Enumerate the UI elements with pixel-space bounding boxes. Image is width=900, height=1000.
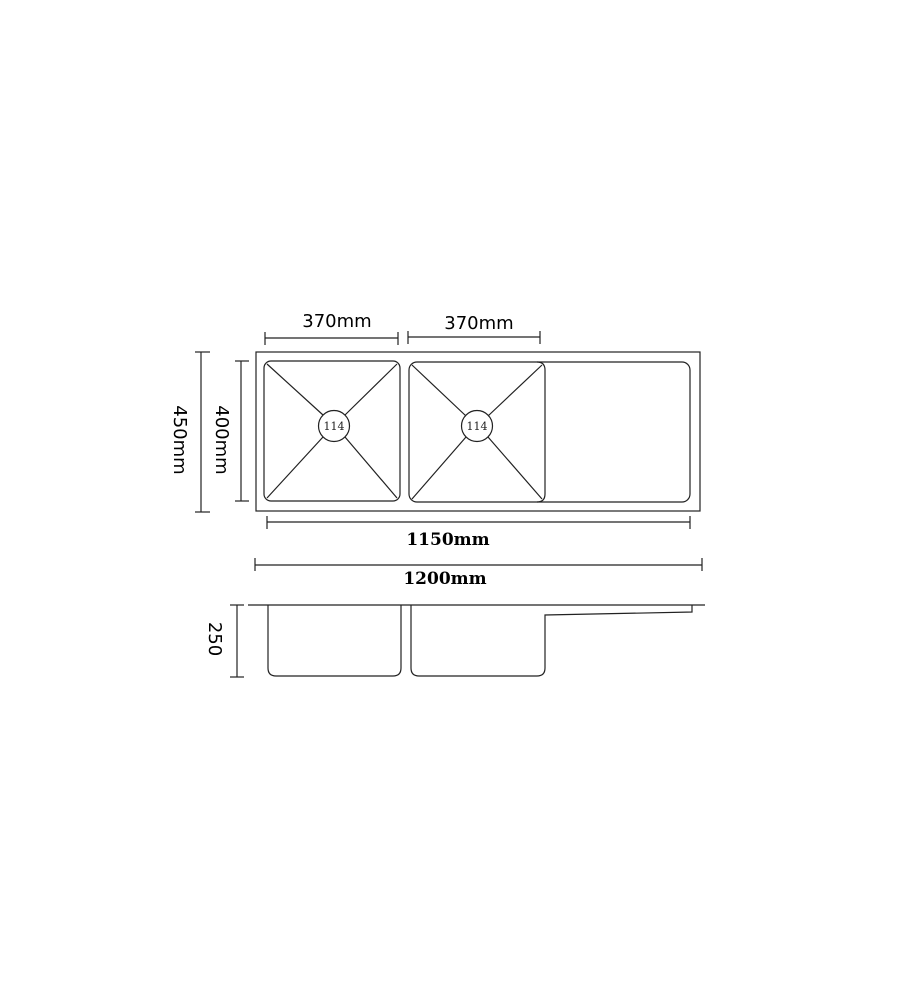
dim-inner-length: 1150mm — [266, 516, 691, 550]
dim-label: 250 — [204, 622, 225, 656]
dim-label: 400mm — [211, 405, 232, 474]
dim-label: 450mm — [169, 405, 190, 474]
drainboard — [408, 361, 691, 503]
side-view — [248, 604, 705, 677]
dim-label: 370mm — [444, 313, 513, 334]
dim-overall-depth: 450mm — [169, 351, 210, 513]
drain-label: 114 — [467, 420, 488, 433]
dim-overall-length: 1200mm — [254, 558, 703, 589]
drain-icon — [460, 409, 494, 443]
dim-bowl1-width: 370mm — [264, 311, 399, 345]
drain-icon — [317, 409, 351, 443]
right-bowl-profile — [410, 605, 693, 677]
plan-view: 114 114 — [255, 351, 701, 512]
sink-outline — [255, 351, 701, 512]
right-bowl — [536, 361, 546, 503]
dim-label: 1150mm — [406, 530, 489, 550]
dim-label: 1200mm — [403, 569, 486, 589]
dim-bowl2-width: 370mm — [407, 313, 541, 344]
dim-height: 250 — [204, 604, 244, 678]
left-bowl — [263, 360, 401, 502]
drain-label: 114 — [324, 420, 345, 433]
left-bowl-profile — [267, 605, 402, 677]
dim-bowl-depth: 400mm — [211, 360, 249, 502]
dim-label: 370mm — [302, 311, 371, 332]
